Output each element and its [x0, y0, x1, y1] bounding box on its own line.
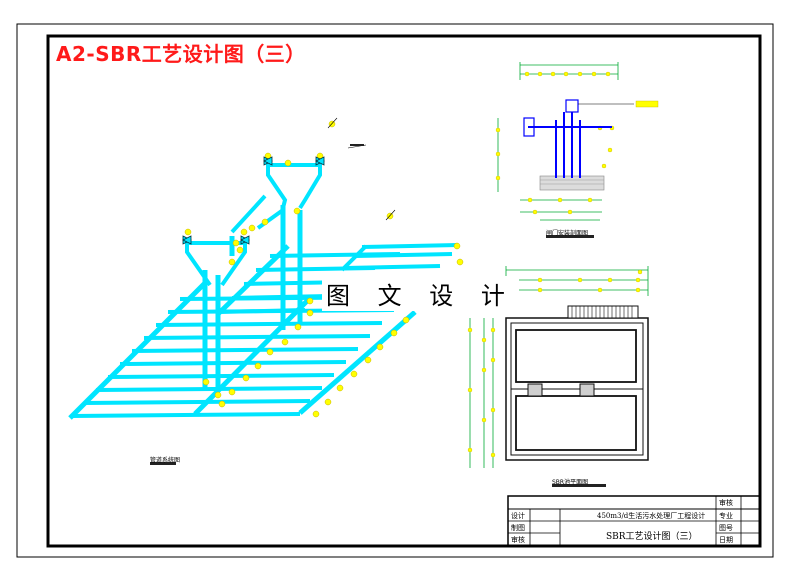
- title-block-label-number: 图号: [719, 524, 733, 532]
- title-block-top-label-review: 审核: [719, 499, 733, 507]
- pipe-markers: [184, 120, 464, 418]
- title-block-label-date: 日期: [719, 536, 733, 544]
- back-grid-pipes: [216, 243, 459, 316]
- caption-pipe-system: 管道系统图: [150, 457, 181, 464]
- sheet-title: A2-SBR工艺设计图（三）: [56, 42, 306, 66]
- caption-section-detail: 闸门安装剖面图: [546, 230, 589, 237]
- inner-frame: [46, 34, 762, 548]
- outer-frame: [16, 23, 774, 558]
- valve-symbols: [182, 156, 325, 245]
- section-detail-drawing: [495, 62, 659, 238]
- title-block-frame: [507, 495, 761, 547]
- title-block-label-design: 设计: [511, 512, 525, 520]
- pipe-leader-lines: [327, 117, 396, 221]
- caption-plan-view: SBR池平面图: [552, 479, 589, 486]
- risers: [202, 205, 303, 390]
- plan-view-drawing: [467, 266, 649, 487]
- title-block-drawing-name: SBR工艺设计图（三）: [606, 532, 698, 542]
- title-block-label-check: 审核: [511, 536, 525, 544]
- title-block-project-name: 450m3/d生活污水处理厂工程设计: [597, 512, 706, 520]
- watermark-text: 图 文 设 计: [322, 276, 519, 311]
- pipe-text-marks: [150, 144, 364, 465]
- title-block-label-discipline: 专业: [719, 512, 733, 520]
- title-block-label-draw: 制图: [511, 524, 525, 532]
